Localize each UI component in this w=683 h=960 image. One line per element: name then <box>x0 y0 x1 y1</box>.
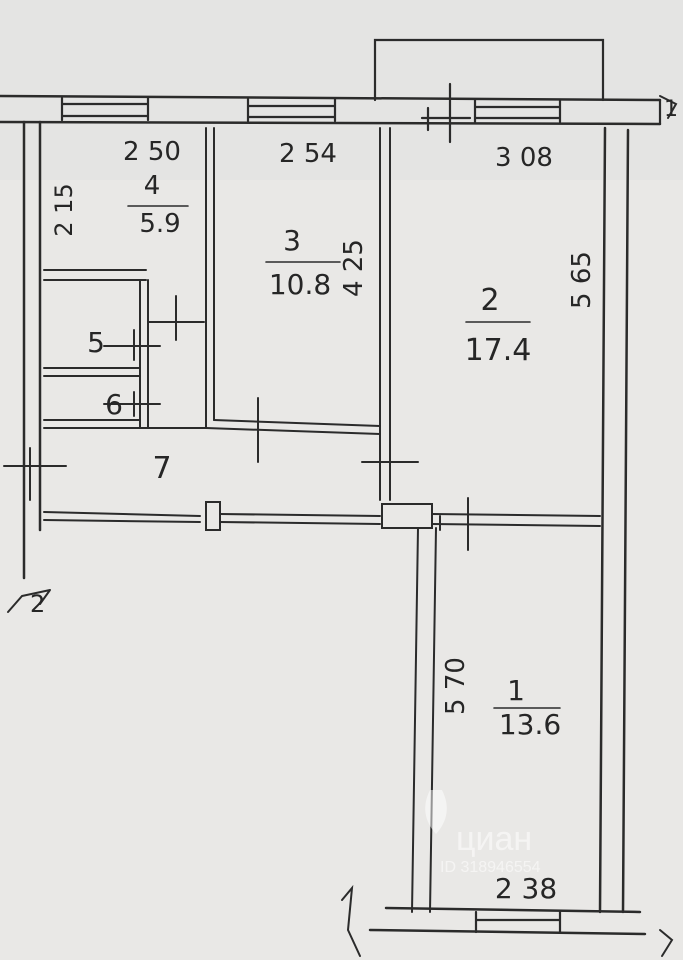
balcony-outline <box>373 38 605 102</box>
dimension-labels: 2 50 2 54 3 08 2 38 2 15 4 25 5 65 5 70 <box>50 137 597 905</box>
room1-number: 1 <box>507 674 525 707</box>
top-right-break-label: 1 <box>664 97 678 122</box>
left-break-label: 2 <box>30 590 45 618</box>
outer-walls <box>0 38 662 936</box>
watermark-logo-icon <box>425 790 447 834</box>
room4-number: 4 <box>144 171 161 201</box>
dim-room4-width: 2 50 <box>123 137 181 167</box>
paper-shadow <box>0 0 683 180</box>
room4-area: 5.9 <box>139 209 180 239</box>
room2-number: 2 <box>480 283 499 318</box>
top-window-room4 <box>60 96 150 122</box>
dim-room3-length: 4 25 <box>339 239 369 297</box>
top-window-room3 <box>246 97 337 123</box>
room7-number: 7 <box>152 451 171 486</box>
interior-walls <box>3 127 601 913</box>
watermark-brand: циан <box>456 820 532 858</box>
room5-number: 5 <box>87 326 105 359</box>
dim-room3-width: 2 54 <box>279 139 337 169</box>
dim-room2-width: 3 08 <box>495 143 553 173</box>
break-markers <box>7 95 678 957</box>
room1-area: 13.6 <box>499 708 561 741</box>
doorway-block <box>205 501 221 531</box>
dim-room2-length: 5 65 <box>567 251 597 309</box>
dim-room1-length: 5 70 <box>441 657 471 715</box>
room2-area: 17.4 <box>465 333 532 368</box>
room3-number: 3 <box>283 224 301 257</box>
room-labels: 4 5.9 3 10.8 2 17.4 1 13.6 5 6 7 <box>87 171 561 741</box>
room6-number: 6 <box>105 388 123 421</box>
top-window-room2 <box>473 98 562 124</box>
dim-room1-width: 2 38 <box>495 872 557 905</box>
dim-room4-length: 2 15 <box>50 183 78 236</box>
watermark: циан ID 318946554 <box>425 790 541 876</box>
bottom-window-room1 <box>474 910 562 934</box>
room3-area: 10.8 <box>269 268 331 301</box>
watermark-id: ID 318946554 <box>440 859 541 876</box>
